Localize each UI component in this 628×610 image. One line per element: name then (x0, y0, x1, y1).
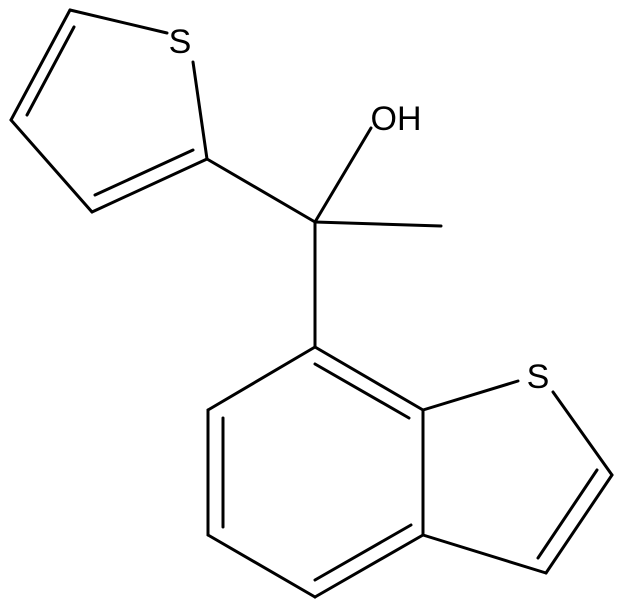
carbinol-center: OH (205, 100, 443, 349)
bond-c7a-s1 (421, 379, 520, 412)
sulfur-label-benzothiophene: S (527, 358, 550, 396)
bond-s1-c5 (68, 8, 169, 35)
bond-carbinol-methyl (313, 220, 443, 228)
benzene-ring (206, 345, 425, 599)
bond-carbinol-oxygen (313, 126, 373, 224)
bond-c2-c3-inner (536, 468, 599, 560)
bond-c4-c3a-inner (313, 523, 413, 582)
bond-c3-c3a (421, 533, 548, 575)
bond-c3-c2 (90, 157, 209, 214)
bond-c5-c4 (206, 533, 317, 599)
bond-c7a-c7 (313, 345, 425, 412)
bond-c2-c3 (544, 473, 614, 575)
bond-c3-c2-inner (93, 148, 195, 197)
bond-c4-c3a (313, 533, 425, 599)
benzothiophene-thiophene-ring: S (421, 358, 614, 575)
bond-c7-c6 (206, 345, 317, 412)
bond-c5-c4 (9, 8, 72, 122)
bond-c5-c4-inner (25, 25, 76, 117)
sulfur-label-thiophene: S (169, 23, 192, 61)
bond-s1-c2 (551, 390, 614, 477)
hydroxyl-label: OH (371, 100, 422, 138)
bond-thienyl-carbinol (205, 157, 317, 224)
bond-c2-s1 (191, 60, 209, 161)
bond-c7a-c7-inner (313, 362, 411, 420)
thiophene-ring: S (9, 8, 209, 214)
bond-c4-c3 (9, 118, 94, 214)
